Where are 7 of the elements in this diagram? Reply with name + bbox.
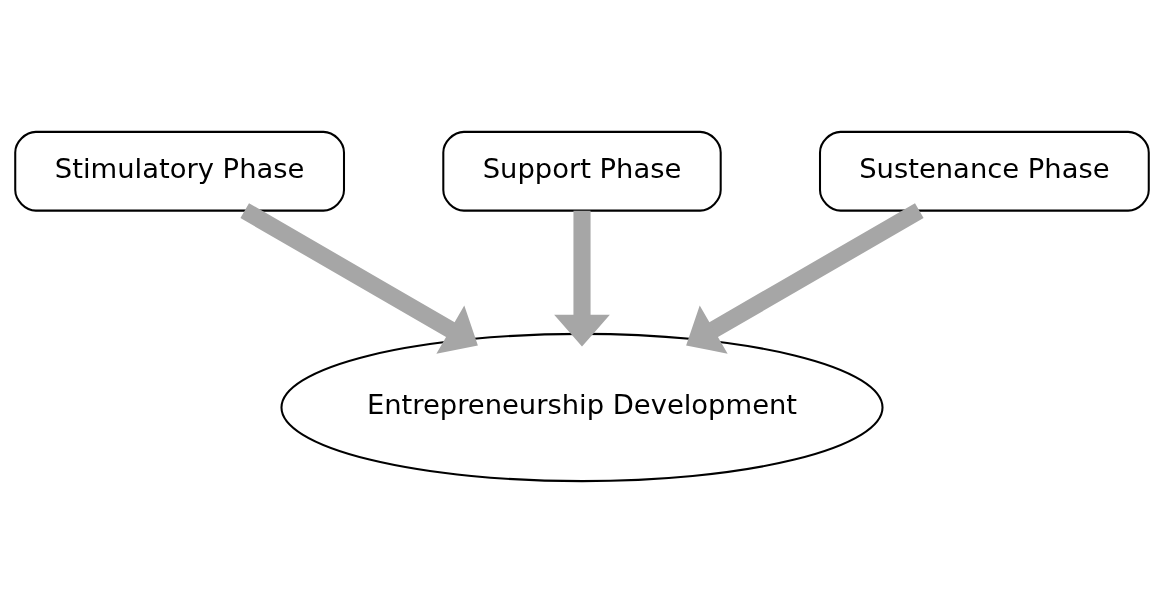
node-box: Support Phase (442, 130, 722, 212)
node-box: Sustenance Phase (818, 130, 1150, 212)
node-box: Stimulatory Phase (14, 130, 346, 212)
arrow (240, 203, 478, 354)
node-ellipse: Entrepreneurship Development (280, 332, 884, 483)
arrow (686, 203, 924, 354)
arrow (554, 210, 610, 347)
